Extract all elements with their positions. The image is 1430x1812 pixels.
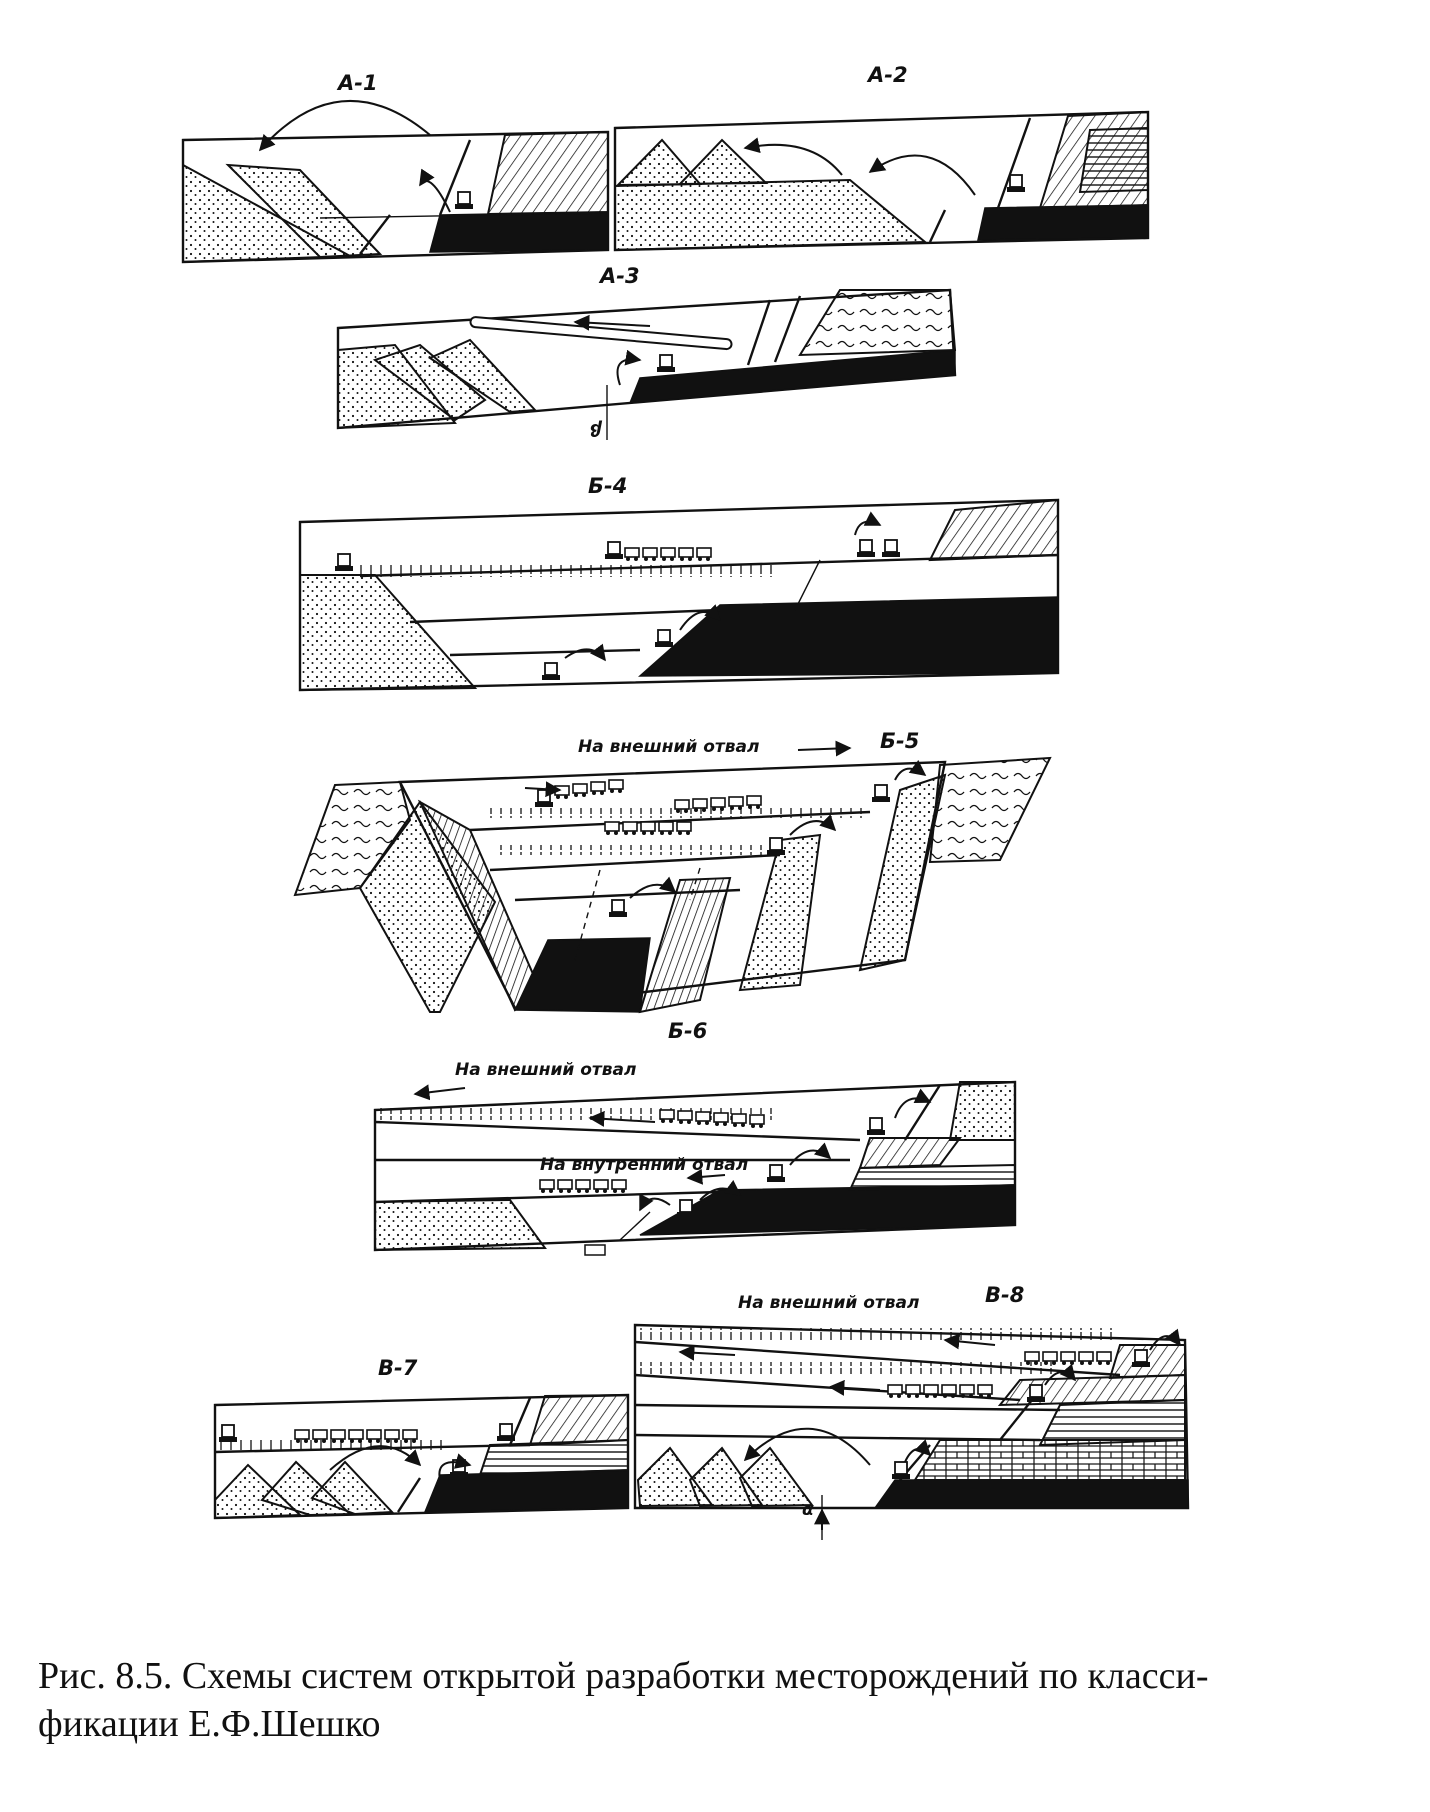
scheme-v8: На внешний отвал В-8 xyxy=(633,1283,1190,1540)
scheme-label-a1: A-1 xyxy=(336,71,378,95)
scheme-a2: A-2 xyxy=(613,63,1150,252)
angle-alpha: α xyxy=(802,1500,814,1520)
scheme-b5: На внешний отвал Б-5 xyxy=(293,729,1052,1014)
caption-line-1: Рис. 8.5. Схемы систем открытой разработ… xyxy=(38,1655,1209,1697)
train-b4 xyxy=(604,541,712,562)
scheme-label-b5: Б-5 xyxy=(880,729,919,753)
scheme-v7: В-7 xyxy=(213,1356,630,1520)
scheme-a1: A-1 xyxy=(181,71,610,264)
scheme-b4: Б-4 xyxy=(298,474,1060,692)
figure-caption: Рис. 8.5. Схемы систем открытой разработ… xyxy=(38,1652,1398,1748)
angle-beta: β xyxy=(590,419,603,439)
internal-dump-b6: На внутренний отвал xyxy=(540,1155,748,1175)
train-b5-upper xyxy=(534,779,624,808)
train-v8-upper xyxy=(1024,1351,1112,1366)
scheme-label-v7: В-7 xyxy=(378,1356,418,1380)
external-dump-b6: На внешний отвал xyxy=(455,1060,636,1080)
train-b5-low xyxy=(604,821,692,836)
scheme-b6: Б-6 На внешний отвал На внутренний отвал xyxy=(373,1019,1017,1256)
train-b6-lower xyxy=(539,1179,627,1194)
external-dump-b5: На внешний отвал xyxy=(578,737,759,757)
external-dump-v8: На внешний отвал xyxy=(738,1293,919,1313)
scheme-label-b6: Б-6 xyxy=(668,1019,707,1043)
caption-line-2: фикации Е.Ф.Шешко xyxy=(38,1703,381,1745)
scheme-a3: A-3 β xyxy=(336,264,957,440)
scheme-label-a3: A-3 xyxy=(598,264,640,288)
scheme-label-a2: A-2 xyxy=(866,63,908,87)
scheme-label-b4: Б-4 xyxy=(588,474,627,498)
scheme-label-v8: В-8 xyxy=(985,1283,1024,1307)
